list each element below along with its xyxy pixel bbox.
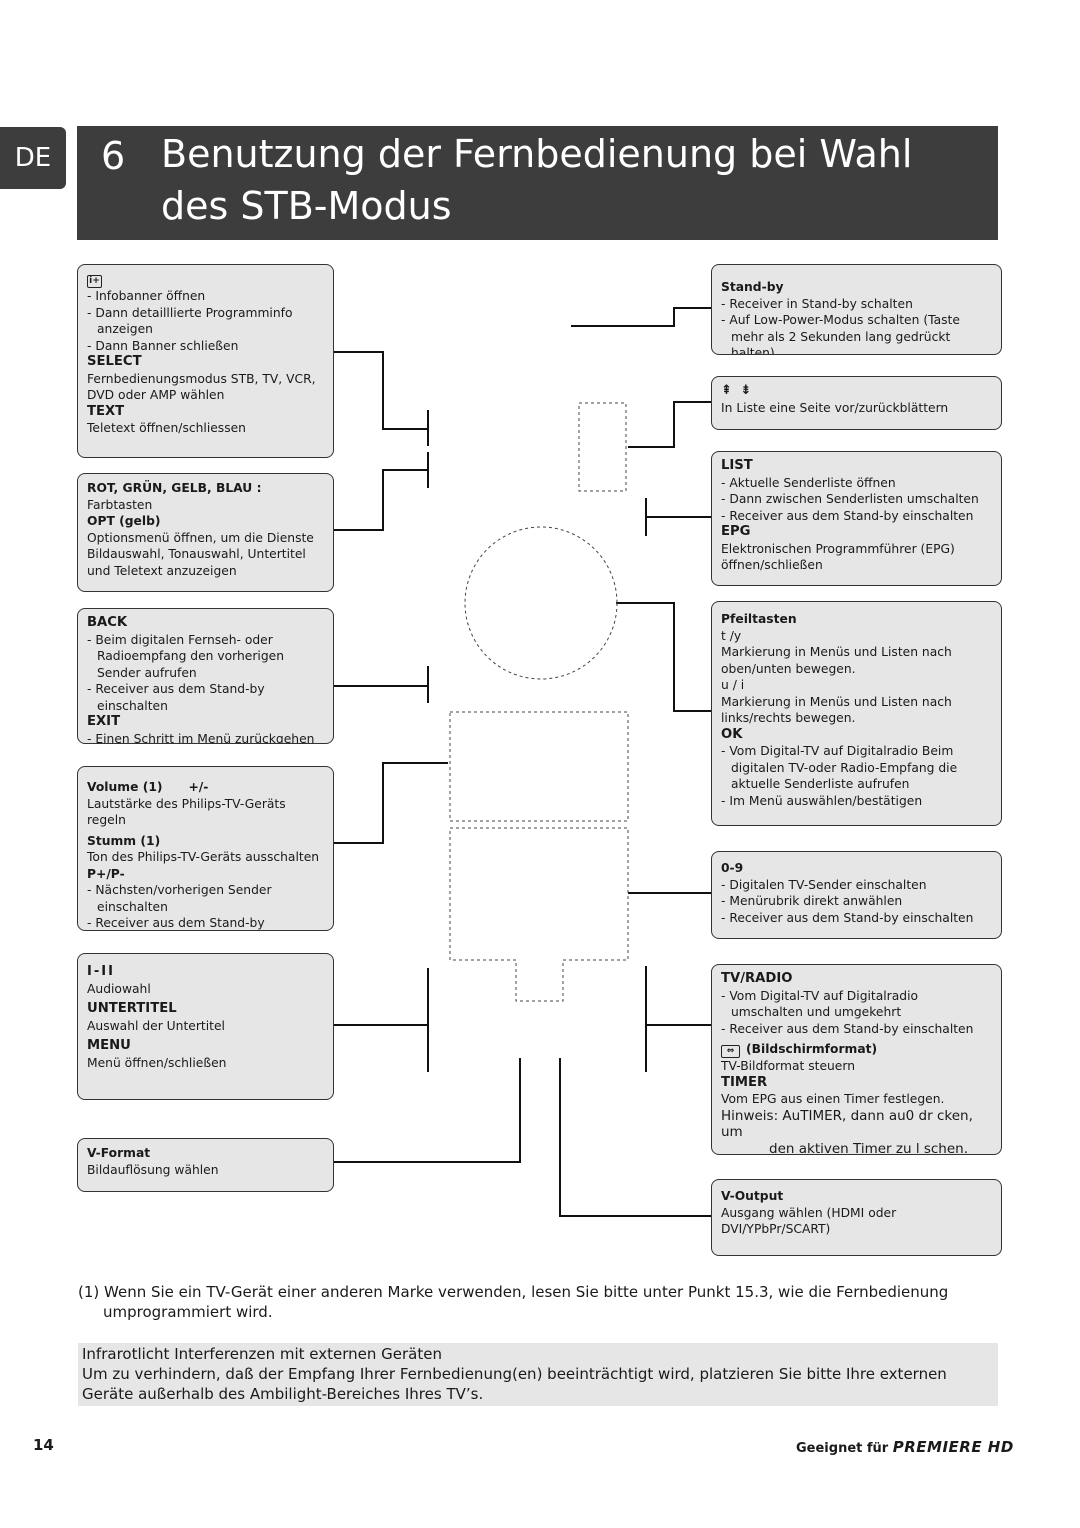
up-down-label: t /y xyxy=(721,628,742,643)
page-up-down-icon: ⇞ ⇟ xyxy=(721,383,754,398)
volume-desc: Lautstärke des Philips-TV-Geräts regeln xyxy=(87,796,286,828)
info-item: - Infobanner öffnen xyxy=(87,289,206,303)
mute-desc: Ton des Philips-TV-Geräts ausschalten xyxy=(87,850,320,864)
volume-box: Volume (1) +/- Lautstärke des Philips-TV-… xyxy=(77,766,334,931)
arrow-keys-box: Pfeiltasten t /y Markierung in Menüs und… xyxy=(711,601,1002,826)
standby-box: Stand-by - Receiver in Stand-by schalten… xyxy=(711,264,1002,355)
list-item: - Dann zwischen Senderlisten umschalten xyxy=(721,492,979,506)
color-keys-desc: Farbtasten xyxy=(87,497,153,512)
opt-desc: Optionsmenü öffnen, um die Dienste Bilda… xyxy=(87,530,314,578)
vformat-box: V-Format Bildauflösung wählen xyxy=(77,1138,334,1192)
chapter-number: 6 xyxy=(101,134,126,178)
info-icon: i+ xyxy=(87,275,102,288)
voutput-desc: Ausgang wählen (HDMI oder DVI/YPbPr/SCAR… xyxy=(721,1205,897,1237)
left-right-desc: Markierung in Menüs und Listen nach link… xyxy=(721,694,952,726)
info-box: i+ - Infobanner öffnen - Dann detailllie… xyxy=(77,264,334,458)
screen-format-icon: ⇔ xyxy=(721,1045,740,1058)
audio-desc: Audiowahl xyxy=(87,981,151,996)
standby-item: - Auf Low-Power-Modus schalten (Taste me… xyxy=(721,313,960,355)
epg-title: EPG xyxy=(721,524,751,539)
exit-title: EXIT xyxy=(87,714,121,729)
tvradio-item: - Vom Digital-TV auf Digitalradio umscha… xyxy=(721,988,919,1020)
subtitle-desc: Auswahl der Untertitel xyxy=(87,1018,225,1033)
voutput-title: V-Output xyxy=(721,1189,784,1203)
infrared-info-box: Infrarotlicht Interferenzen mit externen… xyxy=(78,1343,998,1406)
subtitle-title: UNTERTITEL xyxy=(87,1001,177,1016)
select-title: SELECT xyxy=(87,354,142,369)
list-item: - Aktuelle Senderliste öffnen xyxy=(721,475,896,490)
list-title: LIST xyxy=(721,458,753,473)
footnote: (1) Wenn Sie ein TV-Gerät einer anderen … xyxy=(78,1282,978,1322)
program-item: - Nächsten/vorherigen Sender einschalten xyxy=(87,883,272,914)
chapter-title-line2: des STB-Modus xyxy=(161,184,452,228)
volume-title: Volume (1) xyxy=(87,780,163,794)
audio-icon: I-II xyxy=(87,964,115,979)
ok-item: - Im Menü auswählen/bestätigen xyxy=(721,793,923,808)
back-item: - Beim digitalen Fernseh- oder Radioempf… xyxy=(87,632,284,680)
language-tab: DE xyxy=(0,127,66,189)
page-keys-desc: In Liste eine Seite vor/zurückblättern xyxy=(721,400,949,415)
digits-item: - Receiver aus dem Stand-by einschalten xyxy=(721,910,974,925)
opt-title: OPT (gelb) xyxy=(87,514,161,528)
text-desc: Teletext öffnen/schliessen xyxy=(87,421,246,435)
infrared-info-title: Infrarotlicht Interferenzen mit externen… xyxy=(82,1345,442,1363)
digits-item: - Menürubrik direkt anwählen xyxy=(721,894,903,908)
list-box: LIST - Aktuelle Senderliste öffnen - Dan… xyxy=(711,451,1002,586)
chapter-header: 6 Benutzung der Fernbedienung bei Wahl d… xyxy=(77,126,998,240)
format-desc: TV-Bildformat steuern xyxy=(721,1059,855,1073)
info-item: - Dann detailllierte Programminfo anzeig… xyxy=(87,305,293,337)
digits-title: 0-9 xyxy=(721,861,744,875)
list-item: - Receiver aus dem Stand-by einschalten xyxy=(721,508,974,523)
vformat-title: V-Format xyxy=(87,1146,151,1160)
timer-hint-line1: Hinweis: AuTIMER, dann au0 dr cken, um xyxy=(721,1107,973,1141)
menu-title: MENU xyxy=(87,1038,131,1053)
program-title: P+/P- xyxy=(87,866,125,881)
standby-item: - Receiver in Stand-by schalten xyxy=(721,296,913,311)
menu-desc: Menü öffnen/schließen xyxy=(87,1055,227,1070)
exit-item: - Einen Schritt im Menü zurückgehen xyxy=(87,731,315,744)
page-number: 14 xyxy=(33,1436,54,1454)
digits-box: 0-9 - Digitalen TV-Sender einschalten - … xyxy=(711,851,1002,939)
volume-title-row: Volume (1) +/- xyxy=(87,779,324,796)
info-item: - Dann Banner schließen xyxy=(87,338,239,353)
infrared-info-body: Um zu verhindern, daß der Empfang Ihrer … xyxy=(82,1365,947,1403)
volume-sign: +/- xyxy=(188,780,209,794)
premiere-hd-logo: PREMIERE HD xyxy=(892,1438,1014,1456)
back-box: BACK - Beim digitalen Fernseh- oder Radi… xyxy=(77,608,334,744)
ok-title: OK xyxy=(721,726,743,742)
tvradio-item: - Receiver aus dem Stand-by einschalten xyxy=(721,1021,974,1036)
format-title: (Bildschirmformat) xyxy=(746,1042,878,1056)
timer-title: TIMER xyxy=(721,1074,768,1090)
color-keys-box: ROT, GRÜN, GELB, BLAU : Farbtasten OPT (… xyxy=(77,473,334,592)
ok-item: - Vom Digital-TV auf Digitalradio Beim d… xyxy=(721,744,958,791)
up-down-desc: Markierung in Menüs und Listen nach oben… xyxy=(721,645,952,676)
page-keys-box: ⇞ ⇟ In Liste eine Seite vor/zurückblätte… xyxy=(711,376,1002,430)
audio-box: I-II Audiowahl UNTERTITEL Auswahl der Un… xyxy=(77,953,334,1100)
vformat-desc: Bildauflösung wählen xyxy=(87,1162,219,1177)
footnote-line1: (1) Wenn Sie ein TV-Gerät einer anderen … xyxy=(78,1283,949,1301)
footnote-line2: umprogrammiert wird. xyxy=(103,1303,273,1321)
epg-desc: Elektronischen Programmführer (EPG) öffn… xyxy=(721,541,955,573)
back-title: BACK xyxy=(87,615,128,630)
brand-prefix: Geeignet für xyxy=(796,1441,889,1456)
tvradio-title: TV/RADIO xyxy=(721,971,793,986)
back-item: - Receiver aus dem Stand-by einschalten xyxy=(87,682,265,713)
standby-title: Stand-by xyxy=(721,280,784,294)
left-right-label: u / i xyxy=(721,678,745,692)
voutput-box: V-Output Ausgang wählen (HDMI oder DVI/Y… xyxy=(711,1179,1002,1256)
digits-item: - Digitalen TV-Sender einschalten xyxy=(721,877,927,892)
brand-footer: Geeignet für PREMIERE HD xyxy=(796,1438,1014,1456)
color-keys-title: ROT, GRÜN, GELB, BLAU : xyxy=(87,481,262,495)
timer-desc: Vom EPG aus einen Timer festlegen. xyxy=(721,1092,945,1106)
format-row: ⇔ (Bildschirmformat) xyxy=(721,1041,992,1058)
chapter-title-line1: Benutzung der Fernbedienung bei Wahl xyxy=(161,132,913,176)
text-title: TEXT xyxy=(87,403,125,419)
select-desc: Fernbedienungsmodus STB, TV, VCR, DVD od… xyxy=(87,371,316,403)
mute-title: Stumm (1) xyxy=(87,833,161,848)
tvradio-box: TV/RADIO - Vom Digital-TV auf Digitalrad… xyxy=(711,964,1002,1155)
arrow-keys-title: Pfeiltasten xyxy=(721,612,797,626)
program-item: - Receiver aus dem Stand-by einschalten xyxy=(87,916,265,930)
timer-hint-line2: den aktiven Timer zu l schen. xyxy=(769,1140,969,1155)
